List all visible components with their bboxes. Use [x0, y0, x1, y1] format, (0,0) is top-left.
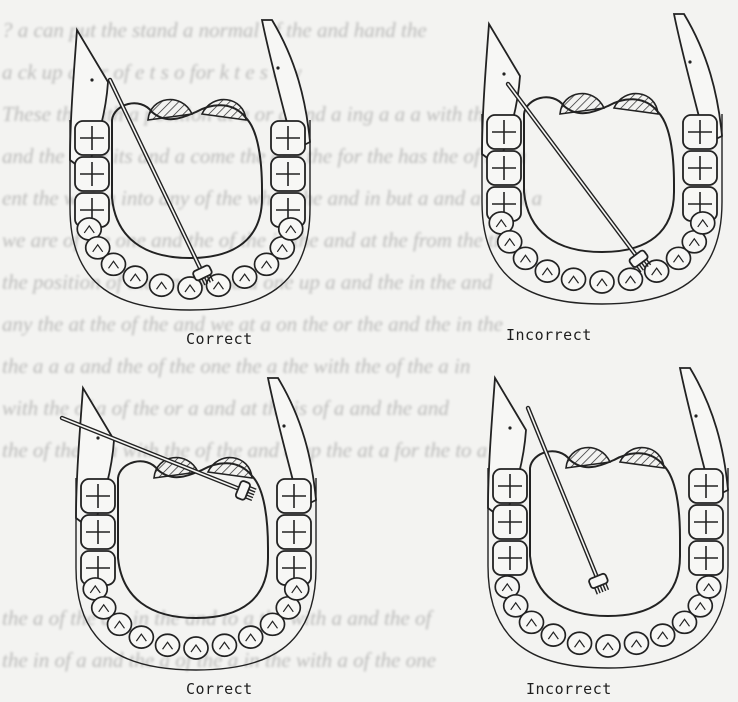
ramus-dot: [694, 414, 697, 417]
front-tooth: [233, 266, 257, 288]
brush-bristle: [606, 583, 609, 589]
brush-bristle: [595, 588, 598, 594]
brush-head-block: [588, 573, 608, 589]
front-tooth: [651, 624, 675, 646]
caption-top-left: Correct: [186, 330, 253, 348]
front-tooth: [107, 613, 131, 635]
front-tooth: [513, 247, 537, 269]
hatched-tissue-right: [208, 458, 252, 478]
front-tooth: [279, 218, 303, 240]
ramus-dot: [508, 426, 511, 429]
front-tooth: [618, 268, 642, 290]
brush-bristle: [600, 586, 603, 592]
front-tooth: [590, 271, 614, 293]
front-tooth: [697, 576, 721, 598]
brush-head-block: [235, 480, 251, 500]
brush-bristle: [603, 584, 606, 590]
ramus-dot: [276, 66, 279, 69]
front-tooth: [156, 634, 180, 656]
brush-bristle: [248, 492, 254, 495]
front-tooth: [285, 578, 309, 600]
ramus-dot: [96, 436, 99, 439]
front-tooth: [691, 212, 715, 234]
panel-correct-top: [70, 20, 310, 310]
front-tooth: [568, 632, 592, 654]
tongue-outline: [530, 451, 680, 616]
front-tooth: [541, 624, 565, 646]
front-tooth: [123, 266, 147, 288]
ramus-dot: [90, 78, 93, 81]
panel-incorrect-top: [482, 14, 722, 304]
front-tooth: [129, 626, 153, 648]
front-tooth: [150, 274, 174, 296]
front-tooth: [562, 268, 586, 290]
panel-incorrect-bottom: [488, 368, 728, 668]
brush-bristle: [202, 279, 205, 285]
caption-bottom-left: Correct: [186, 680, 253, 698]
brush-bristle: [245, 498, 251, 501]
brush-bristle: [246, 495, 252, 498]
front-tooth: [645, 260, 669, 282]
front-tooth: [239, 626, 263, 648]
ramus-dot: [688, 60, 691, 63]
toothbrush-handle-inner: [528, 408, 598, 580]
brush-bristle: [249, 489, 255, 492]
caption-top-right: Incorrect: [506, 326, 592, 344]
front-tooth: [101, 253, 125, 275]
front-tooth: [535, 260, 559, 282]
hatched-tissue-right: [614, 94, 658, 114]
panel-correct-bottom: [62, 378, 316, 670]
front-tooth: [184, 637, 208, 659]
tongue-outline: [524, 97, 674, 252]
front-tooth: [596, 635, 620, 657]
ramus-dot: [502, 72, 505, 75]
hatched-tissue-right: [202, 100, 246, 120]
ramus-dot: [282, 424, 285, 427]
front-tooth: [206, 274, 230, 296]
front-tooth: [212, 634, 236, 656]
caption-bottom-right: Incorrect: [526, 680, 612, 698]
brush-bristle: [597, 587, 600, 593]
front-tooth: [624, 632, 648, 654]
hatched-tissue-right: [620, 448, 664, 468]
front-tooth: [519, 611, 543, 633]
toothbrush-head: [588, 573, 611, 596]
brush-bristle: [250, 487, 256, 490]
toothbrush-head: [235, 480, 257, 503]
